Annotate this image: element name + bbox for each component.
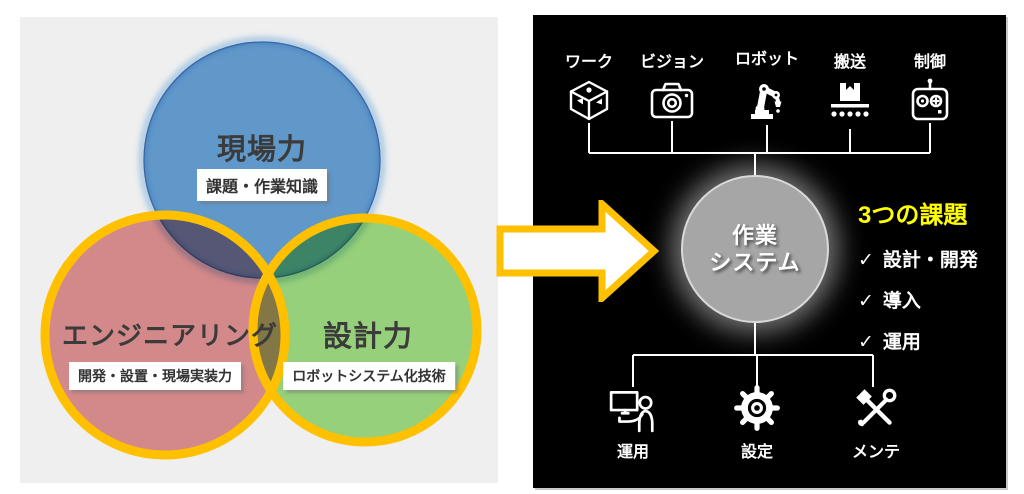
control-label: 制御 — [913, 54, 946, 71]
camera-icon — [650, 82, 694, 119]
check-icon: ✓ — [858, 291, 874, 312]
operation-label: 運用 — [616, 444, 649, 461]
challenges-block: 3つの課題 ✓ 設計・開発 ✓ 導入 ✓ 運用 — [858, 195, 978, 368]
arrow-right-icon — [496, 196, 660, 306]
tools-icon — [856, 388, 897, 427]
robot-arm-icon — [751, 84, 782, 119]
ring-engineering — [40, 210, 290, 460]
conveyor-icon — [831, 83, 869, 117]
maintenance-label: メンテ — [851, 444, 900, 461]
work-system-circle: 作業 システム — [681, 175, 829, 323]
controller-icon — [911, 78, 949, 121]
sekkei-title: 設計力 — [322, 321, 414, 353]
circle-engineering — [45, 215, 285, 455]
top-item-control: 制御 — [882, 48, 978, 125]
genba-title: 現場力 — [216, 134, 308, 166]
settings-label: 設定 — [740, 444, 773, 461]
challenge-item: ✓ 運用 — [858, 327, 978, 354]
check-icon: ✓ — [858, 250, 874, 271]
transform-arrow — [496, 196, 660, 307]
engineering-label-box: 開発・設置・現場実装力 — [69, 362, 241, 390]
challenge-item: ✓ 設計・開発 — [858, 245, 978, 272]
challenge-item-label: 導入 — [882, 291, 921, 312]
venn-panel: 現場力 課題・作業知識 エンジニアリング 開発・設置・現場実装力 設計力 ロボッ… — [20, 17, 498, 483]
operator-icon — [609, 391, 654, 433]
robot-label: ロボット — [734, 51, 799, 68]
ring-sekkei — [248, 213, 482, 447]
bottom-item-operation: 運用 — [585, 383, 681, 462]
bottom-item-settings: 設定 — [709, 383, 805, 462]
vision-label: ビジョン — [639, 54, 704, 71]
top-item-robot: ロボット — [719, 45, 815, 122]
bottom-item-maintenance: メンテ — [828, 383, 924, 462]
check-icon: ✓ — [858, 332, 874, 353]
engineering-title: エンジニアリング — [61, 320, 279, 351]
connector-lines — [588, 121, 931, 387]
work-system-line1: 作業 — [731, 222, 778, 248]
work-system-line2: システム — [709, 250, 801, 275]
top-item-vision: ビジョン — [624, 48, 720, 125]
cube-icon — [569, 80, 609, 121]
venn-diagram — [20, 17, 498, 483]
challenge-item-label: 運用 — [882, 332, 921, 353]
challenge-item: ✓ 導入 — [858, 286, 978, 313]
sekkei-label-box: ロボットシステム化技術 — [283, 362, 455, 390]
top-item-work: ワーク — [541, 48, 637, 125]
work-label: ワーク — [564, 54, 613, 71]
challenge-item-label: 設計・開発 — [882, 250, 978, 271]
genba-label-box: 課題・作業知識 — [196, 169, 328, 201]
gear-icon — [734, 385, 780, 431]
transport-label: 搬送 — [833, 54, 866, 71]
challenges-title: 3つの課題 — [858, 202, 968, 229]
top-item-transport: 搬送 — [802, 48, 898, 125]
